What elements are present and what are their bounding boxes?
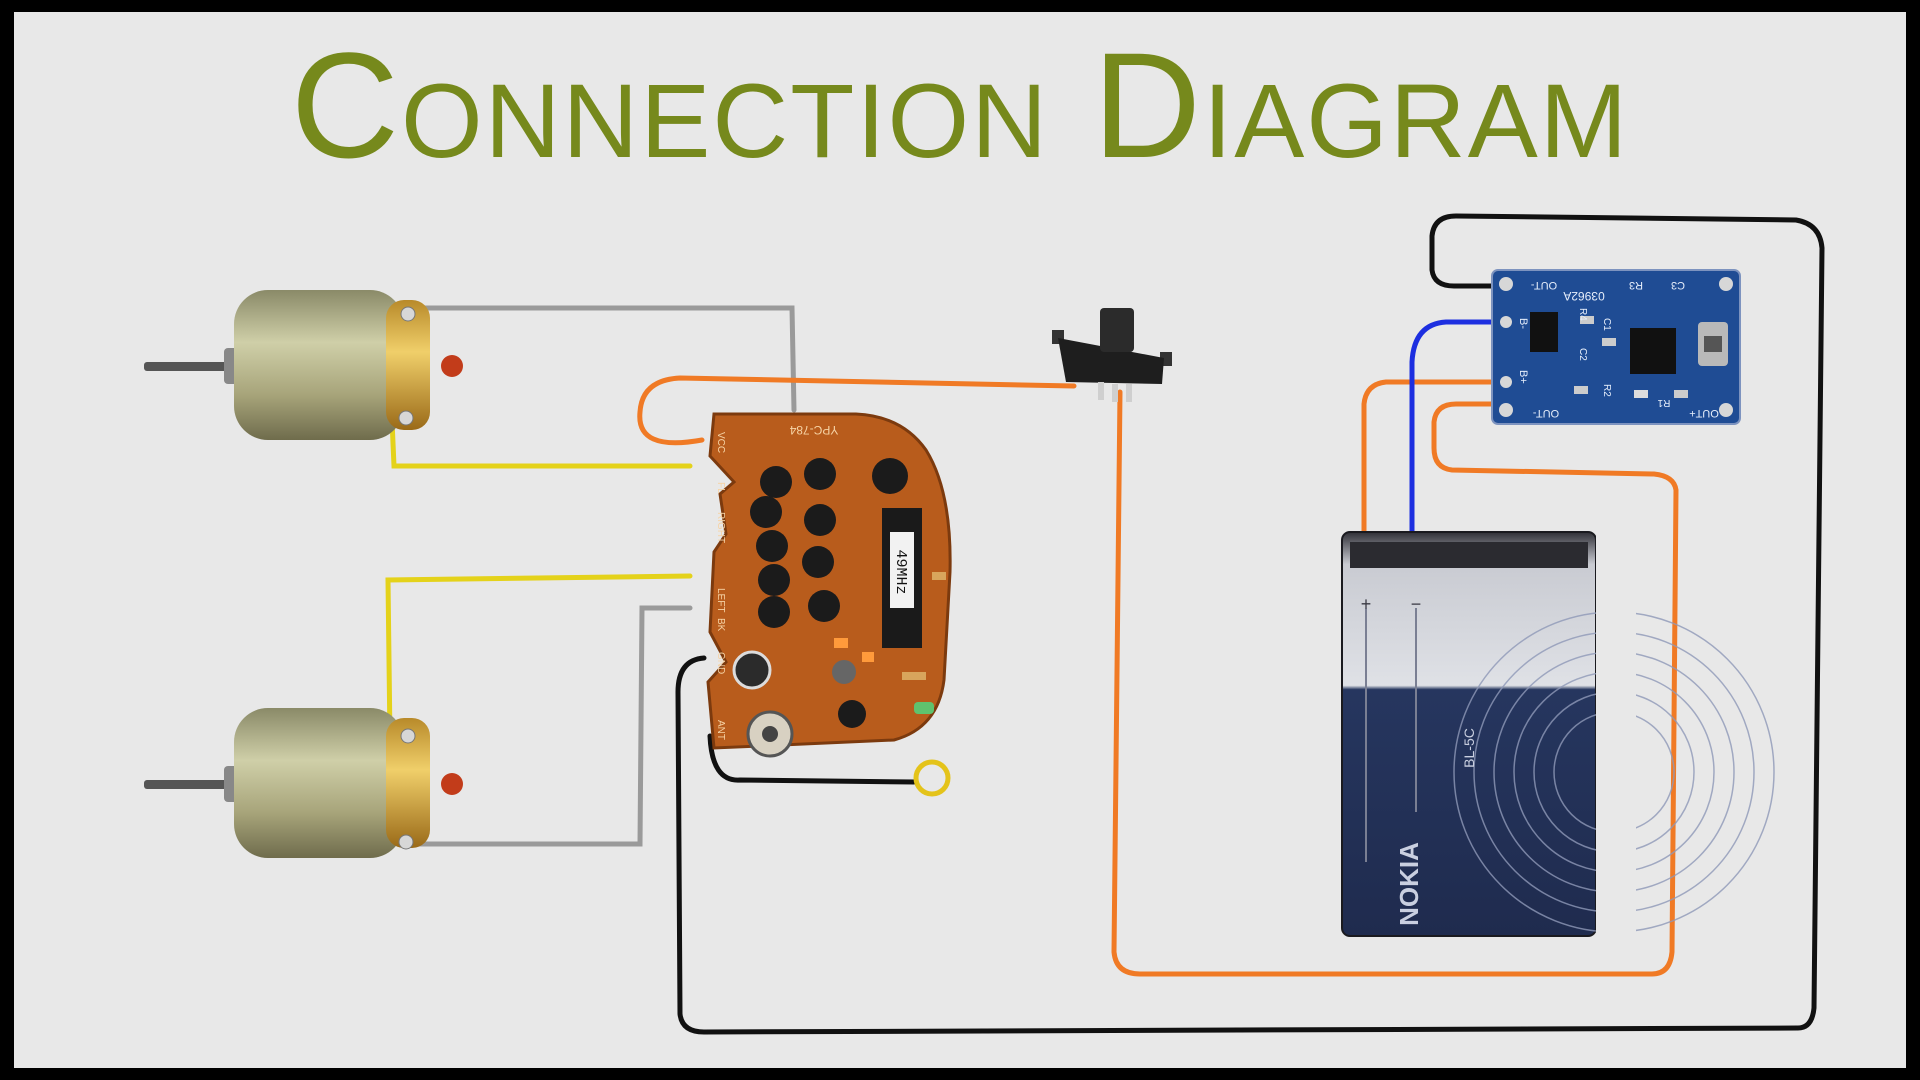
receiver-chip-label: 49MHz — [892, 549, 909, 594]
wire-gray-motor1 — [389, 305, 797, 413]
receiver-pin-bk: BK — [715, 618, 726, 632]
battery-brand: NOKIA — [1394, 842, 1424, 926]
charger-part-r1: R1 — [1657, 397, 1670, 408]
wire-black-ground — [675, 213, 1825, 1035]
wire-yellow-motor1 — [389, 417, 693, 469]
charger-part-c2: C2 — [1577, 348, 1588, 361]
motor-endcap — [386, 718, 430, 848]
wire-blue-battery-minus — [1409, 319, 1505, 539]
charger-top-label-c3: C3 — [1671, 279, 1685, 291]
capacitor — [732, 650, 772, 690]
motor-can — [234, 290, 404, 440]
charger-top-label-r3: R3 — [1629, 279, 1643, 291]
nokia-battery: + − NOKIA BL-5C — [1341, 531, 1775, 942]
page-title: Connection Diagram — [290, 21, 1630, 189]
battery-model: BL-5C — [1461, 728, 1477, 768]
receiver-pin-vcc: VCC — [715, 432, 726, 453]
charger-top-label-out-minus: OUT- — [1531, 279, 1558, 291]
receiver-pin-right: RIGHT — [715, 512, 726, 543]
receiver-pin-left: LEFT — [715, 588, 726, 612]
charger-pin-b-minus: B- — [1517, 318, 1529, 329]
charger-pin-out-plus: OUT+ — [1689, 407, 1719, 419]
motor-shaft — [144, 780, 238, 789]
receiver-pin-gnd: GND — [715, 652, 726, 674]
switch-knob — [1100, 308, 1134, 352]
charger-chip-label: 03962A — [1563, 289, 1604, 303]
receiver-board: 49MHz YPC-784 VCC FL RIGHT LEFT BK GND A… — [706, 412, 952, 758]
motor-can — [234, 708, 404, 858]
wire-orange-battery-plus — [1361, 379, 1503, 539]
charger-module: 03962A OUT- R3 C3 B- B+ OUT- OUT+ R4 C2 … — [1491, 269, 1741, 425]
charger-part-r2: R2 — [1601, 384, 1612, 397]
battery-plus-symbol: + — [1361, 594, 1372, 614]
receiver-pin-ant: ANT — [715, 720, 726, 740]
charger-pin-out-minus: OUT- — [1533, 407, 1560, 419]
battery-minus-symbol: − — [1411, 594, 1422, 614]
charger-chip-1 — [1530, 312, 1558, 352]
charger-pin-b-plus: B+ — [1517, 370, 1529, 384]
wire-black-antenna — [707, 733, 917, 785]
dc-motor-1 — [144, 290, 463, 440]
wire-orange-receiver-switch — [637, 375, 1077, 446]
slide-switch — [1052, 308, 1172, 402]
receiver-pin-fl: FL — [715, 482, 726, 494]
antenna-ring — [913, 759, 951, 797]
wire-gray-motor2 — [397, 605, 693, 847]
wire-yellow-motor2 — [385, 573, 693, 743]
dc-motor-2 — [144, 708, 463, 858]
receiver-board-label: YPC-784 — [789, 423, 838, 437]
charger-part-c1: C1 — [1601, 318, 1612, 331]
connection-diagram: 49MHz YPC-784 VCC FL RIGHT LEFT BK GND A… — [144, 213, 1825, 1035]
wire-orange-switch-charger — [1111, 389, 1679, 977]
diagram-canvas: Connection Diagram — [14, 12, 1906, 1068]
motor-shaft — [144, 362, 238, 371]
charger-part-r4: R4 — [1577, 308, 1588, 321]
motor-endcap — [386, 300, 430, 430]
charger-chip-2 — [1630, 328, 1676, 374]
